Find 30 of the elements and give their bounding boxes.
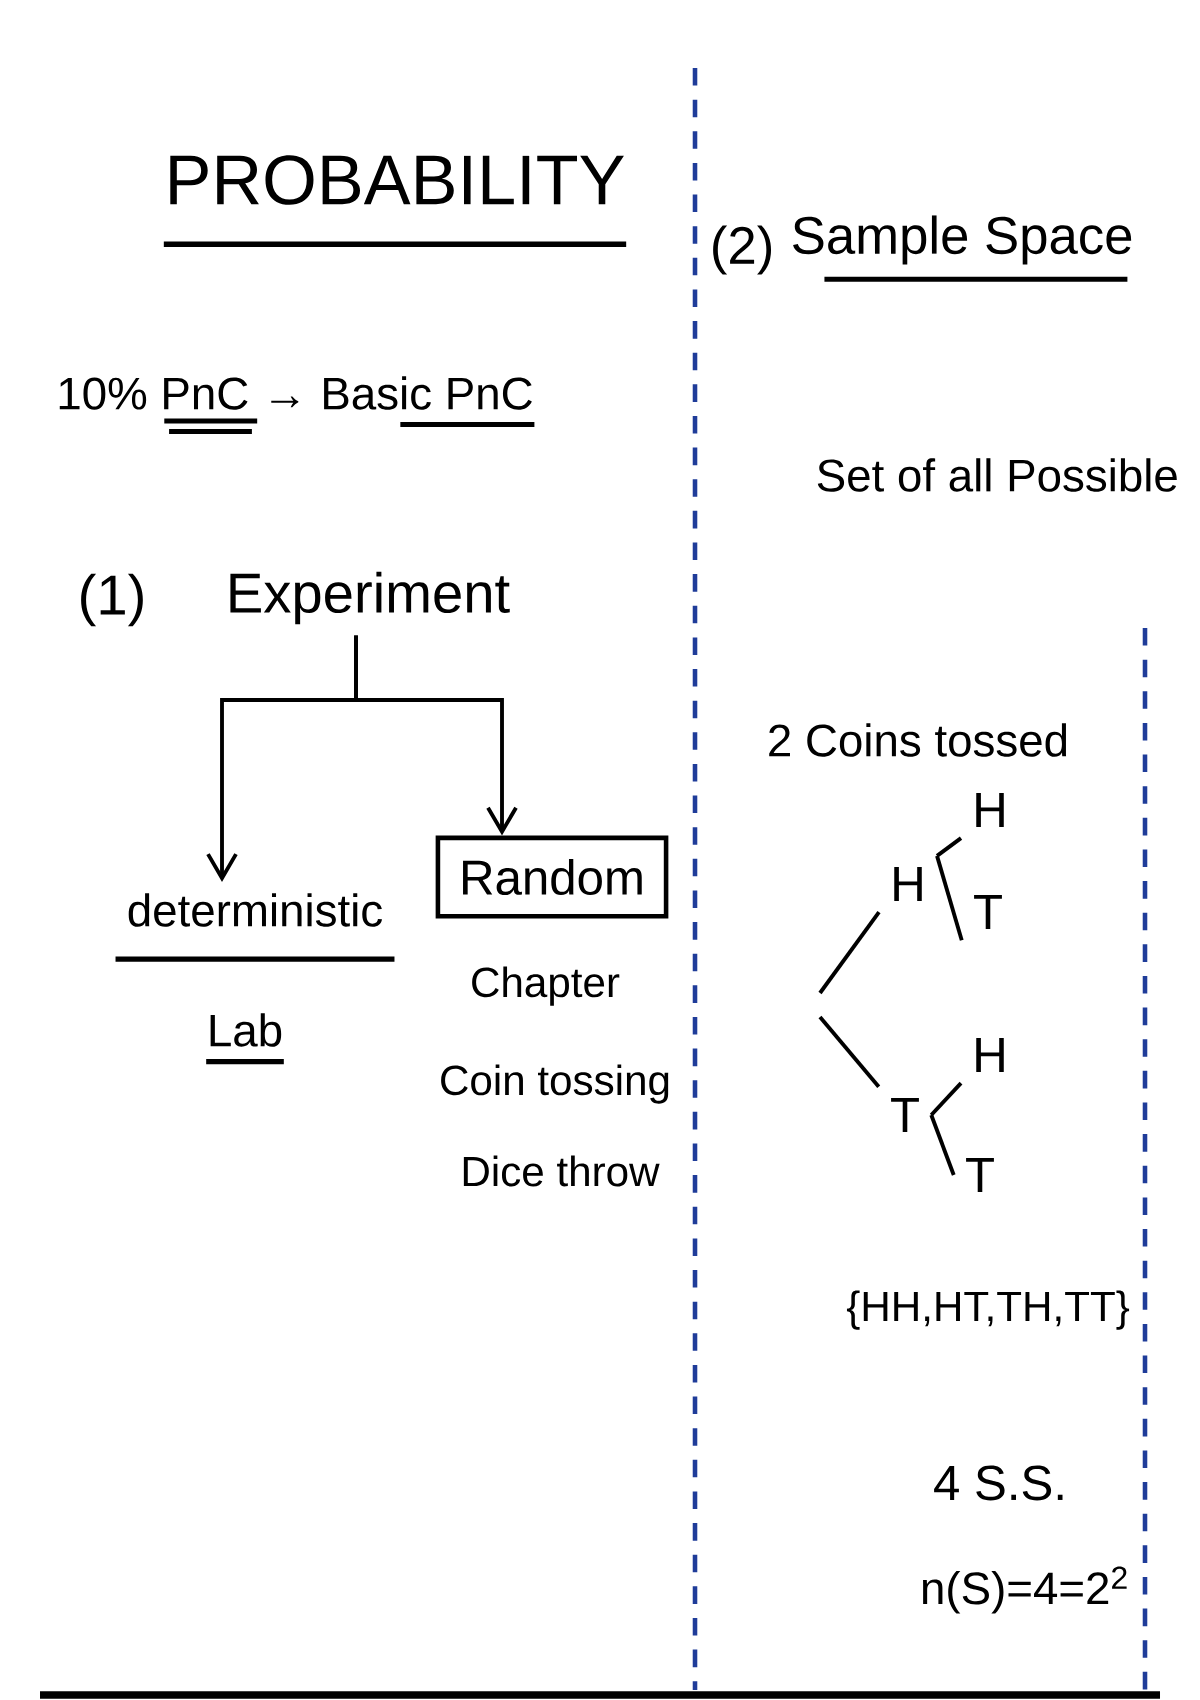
outcome-label: T: [891, 1098, 919, 1132]
boxed-label: Random: [435, 835, 669, 919]
outcome-label: H: [976, 793, 1004, 827]
tree-branch: [935, 855, 964, 941]
arrow: [354, 635, 518, 836]
outcome-label: T: [966, 1158, 994, 1192]
formula-text: n(S)=4=2$^{2}$: [923, 1566, 1127, 1614]
note-text: 10% PnC → Basic PnC: [59, 376, 532, 410]
category-label: Experiment: [230, 571, 510, 625]
section-number: (1): [81, 573, 143, 627]
definition-text: Set of all Possible: [817, 458, 1177, 492]
outcome-label: T: [974, 895, 1002, 929]
title: PROBABILITY: [170, 155, 624, 205]
section-number: (2): [713, 225, 771, 275]
example-text: Coin tossing: [441, 1064, 669, 1104]
set-notation: {HH,HT,TH,TT}: [846, 1290, 1130, 1330]
branch-label: deterministic: [128, 893, 382, 927]
tree-branch: [818, 1015, 881, 1089]
tree-branch: [929, 1081, 963, 1117]
tree-branch: [935, 836, 963, 858]
example-text: Lab: [210, 1013, 282, 1047]
example-text: Chapter: [472, 966, 620, 1006]
tree-branch: [929, 1114, 956, 1176]
example-text: Dice throw: [463, 1155, 660, 1187]
note-text: 2 Coins tossed: [769, 723, 1067, 757]
note-text: 4 S.S.: [934, 1465, 1063, 1501]
outcome-label: H: [894, 867, 922, 901]
outcome-label: H: [976, 1038, 1004, 1072]
tree-branch: [818, 911, 881, 995]
section-heading: Sample Space: [793, 215, 1132, 265]
